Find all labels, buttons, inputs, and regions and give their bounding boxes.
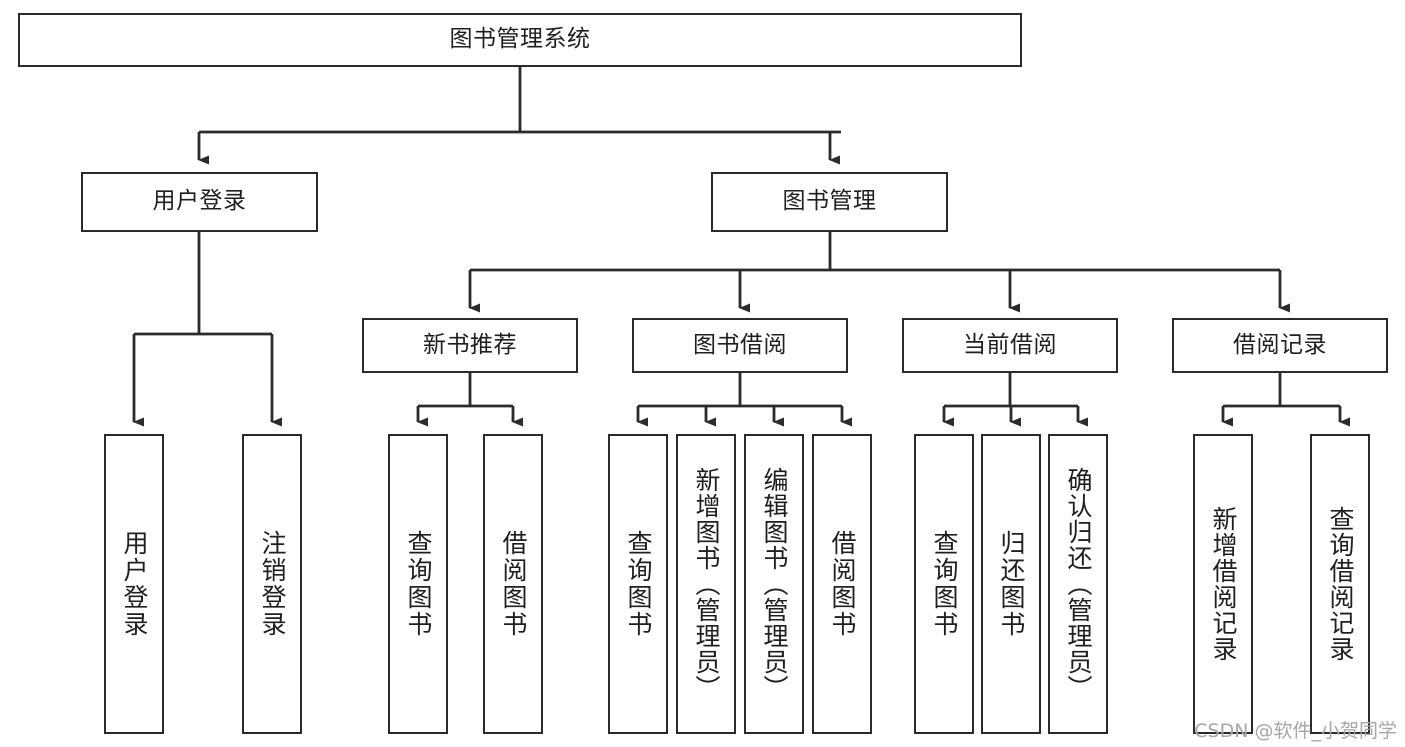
node-borrow-record[interactable]: 借阅记录 (1172, 318, 1388, 373)
leaf-query-book-2-label: 查询图书 (624, 530, 653, 638)
leaf-borrow-book-2[interactable]: 借阅图书 (812, 434, 872, 734)
leaf-user-login[interactable]: 用户登录 (104, 434, 164, 734)
leaf-query-book-2[interactable]: 查询图书 (608, 434, 668, 734)
leaf-query-book-3[interactable]: 查询图书 (914, 434, 974, 734)
leaf-query-book-3-label: 查询图书 (930, 530, 959, 638)
node-book-borrow[interactable]: 图书借阅 (632, 318, 848, 373)
node-book-borrow-label: 图书借阅 (693, 331, 787, 358)
leaf-add-record[interactable]: 新增借阅记录 (1193, 434, 1253, 734)
leaf-user-logout[interactable]: 注销登录 (242, 434, 302, 734)
leaf-query-book-1-label: 查询图书 (404, 530, 433, 638)
node-new-book-recommend[interactable]: 新书推荐 (362, 318, 578, 373)
leaf-confirm-return[interactable]: 确认归还（管理员） (1048, 434, 1108, 734)
leaf-return-book[interactable]: 归还图书 (981, 434, 1041, 734)
node-book-management[interactable]: 图书管理 (711, 172, 948, 232)
node-book-management-label: 图书管理 (782, 188, 877, 215)
leaf-add-record-label: 新增借阅记录 (1209, 506, 1238, 662)
node-root-label: 图书管理系统 (449, 26, 591, 53)
leaf-confirm-return-label: 确认归还（管理员） (1064, 467, 1093, 701)
node-current-borrow[interactable]: 当前借阅 (902, 318, 1118, 373)
leaf-borrow-book-2-label: 借阅图书 (828, 530, 857, 638)
node-new-book-recommend-label: 新书推荐 (423, 331, 517, 358)
leaf-borrow-book-1[interactable]: 借阅图书 (483, 434, 543, 734)
leaf-query-record-label: 查询借阅记录 (1326, 506, 1355, 662)
leaf-edit-book-label: 编辑图书（管理员） (760, 467, 789, 701)
node-root[interactable]: 图书管理系统 (18, 13, 1022, 67)
leaf-return-book-label: 归还图书 (997, 530, 1026, 638)
leaf-user-logout-label: 注销登录 (258, 530, 287, 638)
leaf-borrow-book-1-label: 借阅图书 (499, 530, 528, 638)
node-user-login-label: 用户登录 (152, 188, 247, 215)
node-current-borrow-label: 当前借阅 (963, 331, 1057, 358)
node-borrow-record-label: 借阅记录 (1233, 331, 1327, 358)
leaf-add-book[interactable]: 新增图书（管理员） (676, 434, 736, 734)
leaf-add-book-label: 新增图书（管理员） (692, 467, 721, 701)
leaf-user-login-label: 用户登录 (120, 530, 149, 638)
node-user-login[interactable]: 用户登录 (81, 172, 318, 232)
leaf-query-book-1[interactable]: 查询图书 (388, 434, 448, 734)
leaf-edit-book[interactable]: 编辑图书（管理员） (744, 434, 804, 734)
leaf-query-record[interactable]: 查询借阅记录 (1310, 434, 1370, 734)
